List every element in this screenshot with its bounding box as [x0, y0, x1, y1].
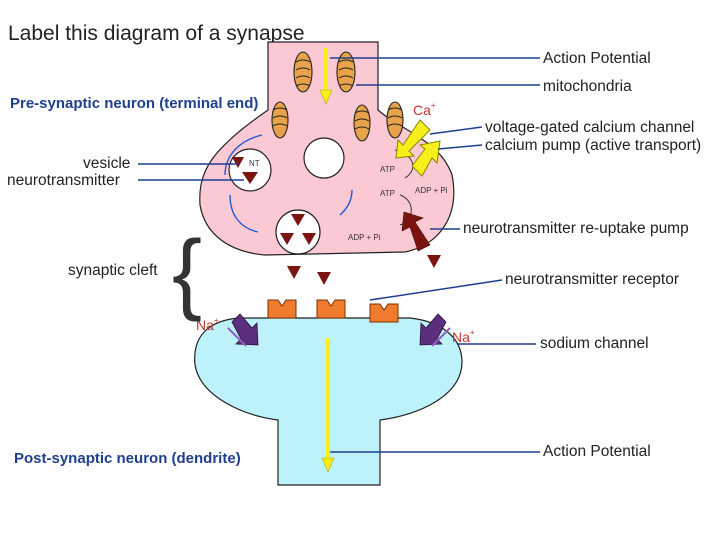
sodium-ion-label-left: Na+ — [196, 316, 219, 333]
sodium-ion-label-right: Na+ — [452, 328, 475, 345]
vesicle-path-arc — [224, 134, 263, 176]
label-vesicle: vesicle — [83, 155, 130, 172]
nt-label: NT — [249, 159, 260, 168]
action-potential-arrowhead-top — [319, 89, 333, 105]
atp-label: ATP — [380, 189, 395, 198]
reuptake-pump — [401, 211, 431, 252]
vesicle-path-arc — [229, 194, 259, 233]
action-potential-arrowhead-bottom — [321, 457, 335, 473]
released-neurotransmitter — [317, 272, 331, 285]
label-reuptake-pump: neurotransmitter re-uptake pump — [463, 220, 689, 237]
calcium-ion-label: Ca+ — [413, 101, 436, 118]
leader-line — [429, 126, 483, 135]
label-neurotransmitter: neurotransmitter — [7, 172, 120, 189]
label-voltage-gated-calcium-channel: voltage-gated calcium channel — [485, 119, 694, 136]
empty-vesicle — [303, 137, 345, 179]
leader-line — [369, 279, 503, 301]
sodium-channel-left — [227, 313, 259, 347]
leader-line — [437, 144, 483, 150]
released-neurotransmitter — [427, 255, 441, 268]
label-action-potential-top: Action Potential — [543, 50, 651, 67]
label-presynaptic-neuron: Pre-synaptic neuron (terminal end) — [10, 95, 258, 112]
adp-label: ADP + Pi — [348, 233, 381, 242]
sodium-channel-right — [419, 313, 451, 347]
voltage-gated-calcium-channel — [395, 119, 431, 159]
vesicle-with-neurotransmitter: NT — [228, 148, 272, 192]
label-synaptic-cleft: synaptic cleft — [68, 262, 158, 279]
mitochondrion — [386, 101, 404, 139]
vesicle-path-arc — [339, 189, 353, 216]
mitochondrion — [353, 104, 371, 142]
neurotransmitter-receptor — [316, 299, 346, 319]
label-mitochondria: mitochondria — [543, 78, 632, 95]
atp-label: ATP — [380, 165, 395, 174]
label-calcium-pump: calcium pump (active transport) — [485, 137, 701, 154]
mitochondrion — [293, 51, 313, 93]
mitochondrion — [271, 101, 289, 139]
adp-label: ADP + Pi — [415, 186, 448, 195]
label-postsynaptic-neuron: Post-synaptic neuron (dendrite) — [14, 450, 241, 467]
diagram-title: Label this diagram of a synapse — [8, 22, 305, 45]
neurotransmitter-receptor — [267, 299, 297, 319]
synaptic-cleft-brace: { — [172, 223, 202, 323]
label-receptor: neurotransmitter receptor — [505, 271, 679, 288]
fusing-vesicle — [275, 209, 321, 255]
calcium-pump — [411, 140, 441, 177]
mitochondrion — [336, 51, 356, 93]
label-action-potential-bottom: Action Potential — [543, 443, 651, 460]
released-neurotransmitter — [287, 266, 301, 279]
neurotransmitter-receptor — [369, 303, 399, 323]
label-sodium-channel: sodium channel — [540, 335, 649, 352]
